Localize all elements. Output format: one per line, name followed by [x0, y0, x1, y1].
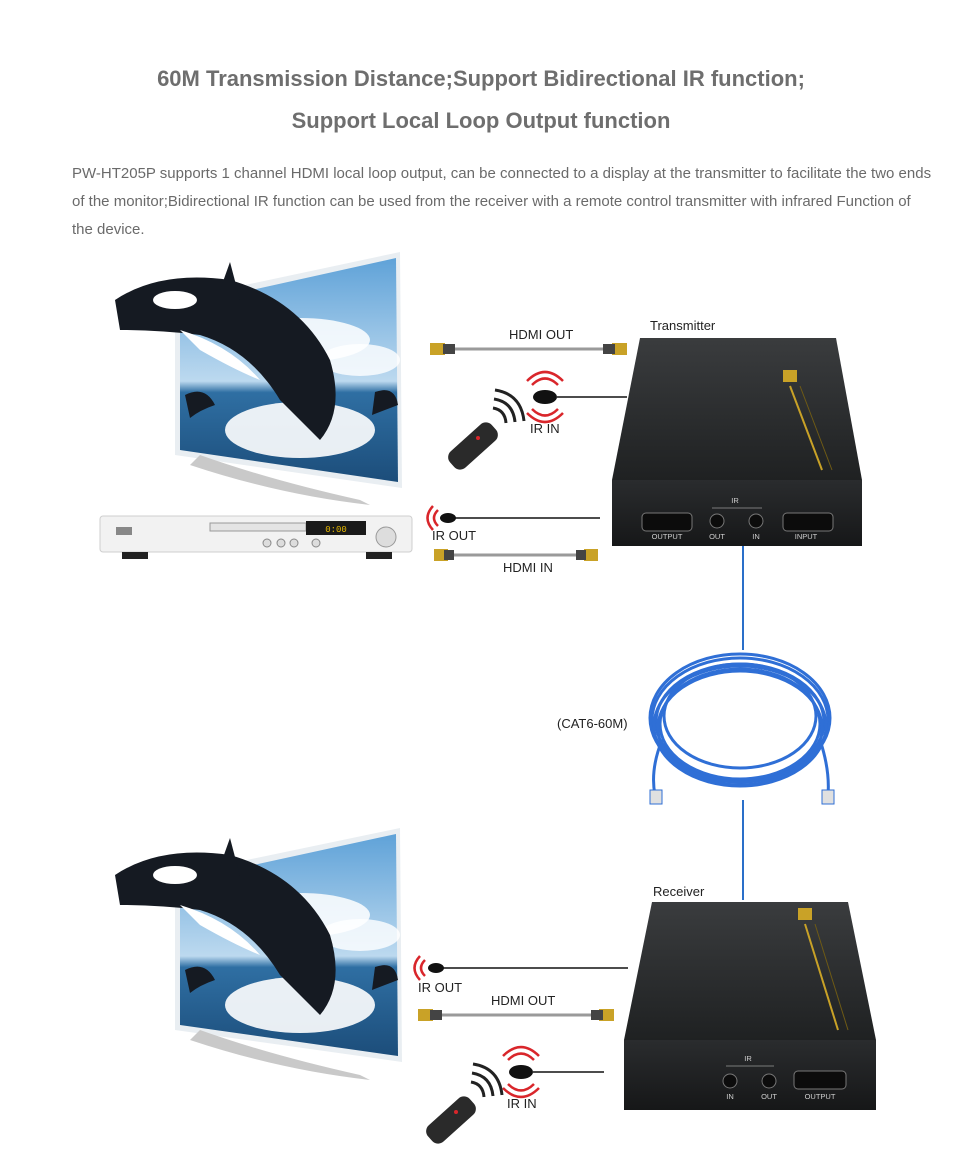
tx-port-label-input: INPUT — [795, 532, 818, 541]
dvd-player: 0:00 — [99, 515, 413, 559]
tx-ir-out-label: IR OUT — [432, 528, 477, 543]
rx-ir-out-label: IR OUT — [418, 980, 463, 995]
rx-hdmi-out-label: HDMI OUT — [491, 993, 556, 1008]
remote-control-icon-top — [448, 388, 526, 470]
rx-port-label-ir: IR — [744, 1054, 752, 1063]
product-description: PW-HT205P supports 1 channel HDMI local … — [72, 165, 932, 238]
remote-control-icon-bottom — [426, 1062, 504, 1144]
ir-out-emitter-top — [426, 505, 600, 531]
tx-port-label-in: IN — [752, 532, 760, 541]
dvd-display-time: 0:00 — [325, 525, 347, 535]
transmitter-label: Transmitter — [650, 318, 716, 333]
tv-display-top — [115, 252, 402, 505]
tx-hdmi-in-label: HDMI IN — [503, 560, 553, 575]
receiver-box: IR IN OUT OUTPUT — [624, 902, 876, 1110]
transmitter-box: IR OUTPUT OUT IN INPUT — [612, 338, 862, 546]
rx-port-label-out: OUT — [761, 1092, 777, 1101]
rx-ir-in-label: IR IN — [507, 1096, 537, 1111]
receiver-label: Receiver — [653, 884, 705, 899]
heading-line-1: 60M Transmission Distance;Support Bidire… — [157, 66, 805, 91]
cat6-cable-coil — [648, 652, 832, 796]
heading-line-2: Support Local Loop Output function — [291, 108, 671, 133]
hdmi-out-cable-top — [430, 343, 627, 355]
rx-port-label-in: IN — [726, 1092, 734, 1101]
rj45-connector-right — [821, 789, 835, 805]
ir-receiver-icon-top — [526, 370, 627, 424]
hdmi-in-cable — [434, 549, 598, 561]
ir-receiver-icon-bottom — [502, 1045, 604, 1099]
tx-port-label-ir: IR — [731, 496, 739, 505]
rx-port-label-output: OUTPUT — [805, 1092, 836, 1101]
tx-ir-in-label: IR IN — [530, 421, 560, 436]
tv-display-bottom — [115, 828, 402, 1080]
tx-hdmi-out-label: HDMI OUT — [509, 327, 574, 342]
cable-label: (CAT6-60M) — [557, 716, 628, 731]
hdmi-out-cable-bottom — [418, 1009, 614, 1021]
tx-port-label-output: OUTPUT — [652, 532, 683, 541]
ir-out-emitter-bottom — [413, 955, 628, 981]
rj45-connector-left — [649, 789, 663, 805]
tx-port-label-out: OUT — [709, 532, 725, 541]
